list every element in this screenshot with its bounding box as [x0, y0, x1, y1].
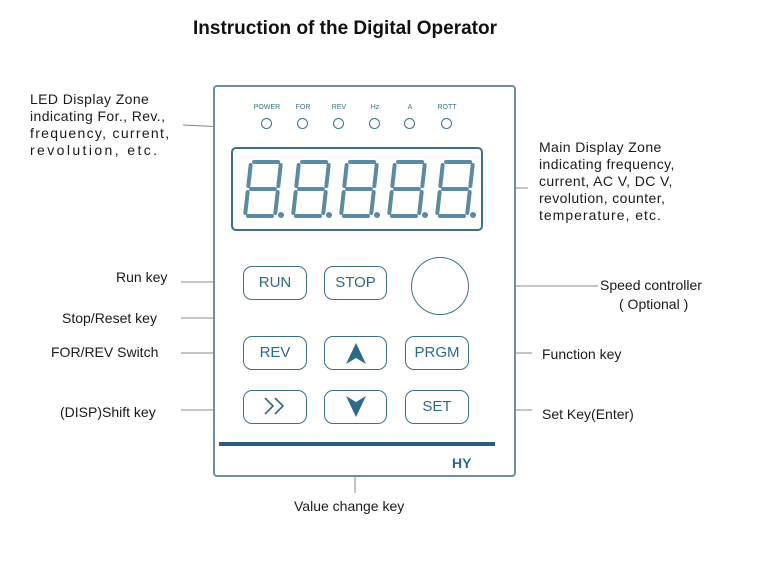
digit-segment — [273, 190, 280, 215]
stop-key-callout: Stop/Reset key — [62, 310, 157, 326]
digit-segment — [246, 163, 253, 188]
callout-line: indicating For., Rev., — [30, 108, 166, 124]
speed-controller-knob[interactable] — [411, 257, 469, 315]
callout-line: temperature, etc. — [539, 207, 662, 223]
up-button[interactable] — [324, 336, 387, 370]
run-button[interactable]: RUN — [243, 266, 307, 300]
led-label-power: POWER — [253, 104, 281, 111]
speed-optional-callout: ( Optional ) — [619, 296, 689, 312]
digit-segment — [420, 163, 427, 188]
digit-segment — [243, 190, 250, 215]
shift-button[interactable] — [243, 390, 307, 424]
digit-segment — [339, 190, 346, 215]
led-label-hz: Hz — [370, 104, 380, 111]
led-for-indicator — [297, 118, 308, 129]
panel-bottom-bar — [219, 442, 495, 446]
digit-segment — [321, 190, 328, 215]
led-label-rott: ROTT — [437, 104, 457, 111]
brand-logo: HY — [452, 455, 472, 471]
stop-button[interactable]: STOP — [324, 266, 387, 300]
value-change-callout: Value change key — [294, 498, 405, 514]
digit-segment — [390, 163, 397, 188]
callout-line: current, AC V, DC V, — [539, 173, 673, 189]
led-power-indicator — [261, 118, 272, 129]
run-key-callout: Run key — [116, 269, 168, 285]
decimal-point — [326, 212, 332, 218]
digit-segment — [372, 163, 379, 188]
digit-segment — [435, 190, 442, 215]
decimal-point — [470, 212, 476, 218]
digit-segment — [291, 190, 298, 215]
callout-line: frequency, current, — [30, 125, 171, 141]
callout-line: Main Display Zone — [539, 139, 662, 155]
digit-segment — [438, 163, 445, 188]
digit-segment — [294, 163, 301, 188]
main-display — [231, 147, 483, 231]
diagram-title: Instruction of the Digital Operator — [193, 18, 498, 39]
decimal-point — [278, 212, 284, 218]
function-key-callout: Function key — [542, 346, 622, 362]
digit-segment — [342, 163, 349, 188]
led-label-a: A — [407, 104, 413, 111]
led-rev-indicator — [333, 118, 344, 129]
callout-line: indicating frequency, — [539, 156, 675, 172]
down-arrow-icon — [345, 396, 366, 417]
callout-line: LED Display Zone — [30, 91, 150, 107]
led-zone-callout: LED Display Zone indicating For., Rev., … — [30, 91, 170, 159]
led-hz-indicator — [369, 118, 380, 129]
rev-button[interactable]: REV — [243, 336, 307, 370]
digit-segment — [468, 163, 475, 188]
down-button[interactable] — [324, 390, 387, 424]
led-a-indicator — [404, 118, 415, 129]
set-button[interactable]: SET — [405, 390, 469, 424]
decimal-point — [422, 212, 428, 218]
prgm-button[interactable]: PRGM — [405, 336, 469, 370]
led-label-rev: REV — [331, 104, 347, 111]
speed-controller-callout: Speed controller — [600, 277, 702, 293]
set-key-callout: Set Key(Enter) — [542, 406, 634, 422]
callout-line: revolution, counter, — [539, 190, 666, 206]
seven-segment-digits — [243, 160, 476, 218]
shift-key-callout: (DISP)Shift key — [60, 404, 156, 420]
digit-segment — [417, 190, 424, 215]
led-label-for: FOR — [295, 104, 311, 111]
digit-segment — [387, 190, 394, 215]
digit-segment — [369, 190, 376, 215]
digit-segment — [465, 190, 472, 215]
decimal-point — [374, 212, 380, 218]
digit-segment — [324, 163, 331, 188]
led-rott-indicator — [441, 118, 452, 129]
main-display-callout: Main Display Zone indicating frequency, … — [539, 139, 675, 224]
callout-line: revolution, etc. — [30, 142, 160, 158]
up-arrow-icon — [345, 343, 366, 364]
for-rev-callout: FOR/REV Switch — [51, 344, 159, 360]
double-chevron-right-icon — [264, 397, 285, 415]
digit-segment — [276, 163, 283, 188]
